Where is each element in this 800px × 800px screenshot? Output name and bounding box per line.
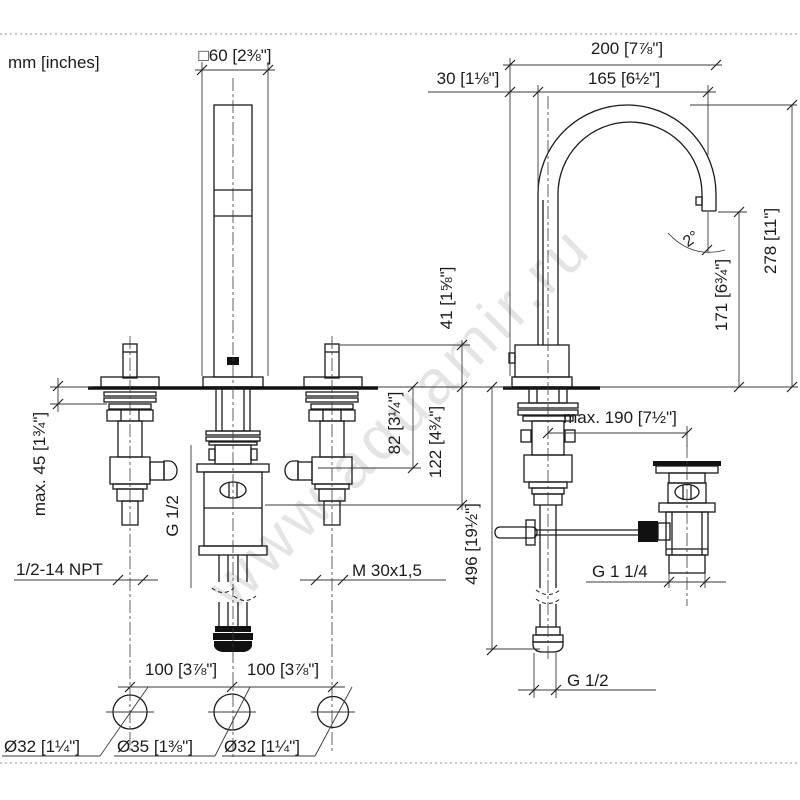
spout-inner-curve — [557, 121, 703, 345]
label-center-hole-dia: Ø35 [1⅜"] — [117, 737, 193, 756]
hose-end-fitting — [532, 641, 564, 653]
dimension-lines — [14, 58, 798, 698]
centerlines — [129, 78, 688, 758]
bottom-hole-plan — [2, 686, 355, 757]
spout-tip-nub — [695, 196, 703, 206]
spout-outer-curve — [537, 104, 717, 345]
label-right-hole-dia: Ø32 [1¼"] — [224, 737, 300, 756]
label-shank-thread: G 1/2 — [163, 495, 182, 537]
dim-max-drain-distance: max. 190 [7½"] — [563, 408, 677, 427]
dim-total-height: 278 [11"] — [761, 208, 780, 274]
dimension-labels: mm [inches] □60 [2⅜"] 200 [7⅞"] 30 [1⅛"]… — [4, 39, 780, 756]
spout-base-block — [514, 344, 570, 378]
label-supply-thread: 1/2-14 NPT — [16, 560, 103, 579]
drain-assembly — [653, 461, 721, 588]
dim-spout-projection: 165 [6½"] — [588, 69, 660, 88]
dim-outlet-depth: 82 [3¼"] — [385, 392, 404, 455]
sheet-border — [0, 33, 800, 764]
label-valve-thread: M 30x1,5 — [352, 561, 422, 580]
dim-spray-angle: 2° — [680, 228, 702, 251]
dim-hole-spacing-right: 100 [3⅞"] — [247, 660, 319, 679]
dim-rear-offset: 30 [1⅛"] — [437, 69, 500, 88]
dim-body-depth: 122 [4¾"] — [426, 406, 445, 478]
dim-max-deck-thickness: max. 45 [1¾"] — [30, 412, 49, 516]
label-drain-thread: G 1 1/4 — [592, 562, 648, 581]
dim-handle-width: □60 [2⅜"] — [198, 46, 271, 65]
dim-hole-spacing-left: 100 [3⅞"] — [145, 660, 217, 679]
angle-arc — [667, 232, 726, 253]
popup-rod — [494, 519, 671, 546]
label-left-hole-dia: Ø32 [1¼"] — [4, 737, 80, 756]
label-hose-thread: G 1/2 — [567, 671, 609, 690]
dim-outlet-height: 171 [6¾"] — [712, 259, 731, 331]
dim-total-projection: 200 [7⅞"] — [591, 39, 663, 58]
units-label: mm [inches] — [8, 53, 100, 72]
dim-stem-height: 41 [1⅝"] — [437, 267, 456, 330]
dim-hose-length: 496 [19½"] — [462, 503, 481, 585]
